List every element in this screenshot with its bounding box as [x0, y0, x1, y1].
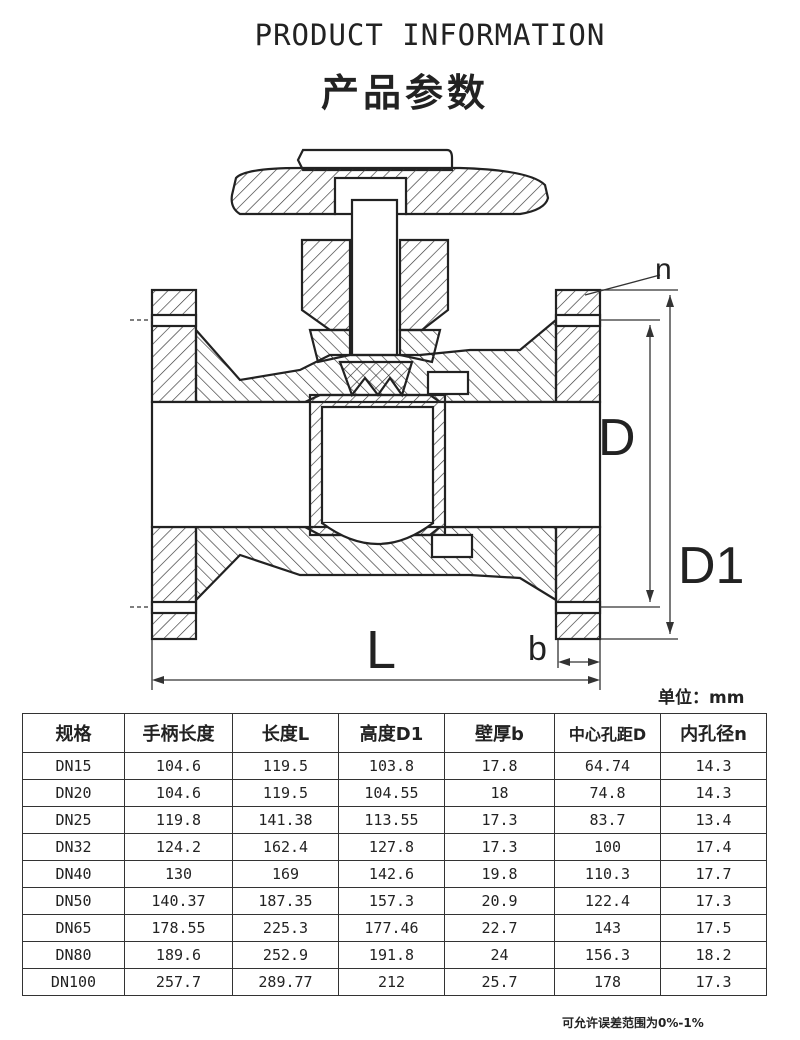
table-cell: DN25 [22, 806, 125, 834]
col-header: 中心孔距D [554, 713, 661, 753]
table-cell: 24 [444, 941, 555, 969]
table-cell: DN100 [22, 968, 125, 996]
table-cell: DN50 [22, 887, 125, 915]
table-cell: 124.2 [124, 833, 233, 861]
table-cell: 141.38 [232, 806, 339, 834]
table-cell: 14.3 [660, 779, 767, 807]
table-cell: 252.9 [232, 941, 339, 969]
table-cell: 289.77 [232, 968, 339, 996]
label-D: D [598, 409, 636, 467]
table-cell: 18.2 [660, 941, 767, 969]
table-cell: 17.3 [444, 833, 555, 861]
col-header: 规格 [22, 713, 125, 753]
title-chinese: 产品参数 [320, 71, 489, 115]
table-cell: 113.55 [338, 806, 445, 834]
table-cell: 119.8 [124, 806, 233, 834]
table-cell: 119.5 [232, 779, 339, 807]
table-cell: 157.3 [338, 887, 445, 915]
table-cell: 25.7 [444, 968, 555, 996]
table-cell: DN40 [22, 860, 125, 888]
table-cell: 13.4 [660, 806, 767, 834]
table-cell: 162.4 [232, 833, 339, 861]
table-cell: 156.3 [554, 941, 661, 969]
table-cell: 177.46 [338, 914, 445, 942]
table-cell: 17.8 [444, 752, 555, 780]
table-cell: 17.7 [660, 860, 767, 888]
table-cell: 14.3 [660, 752, 767, 780]
col-header: 壁厚b [444, 713, 555, 753]
table-cell: 17.3 [660, 887, 767, 915]
label-n: n [655, 253, 672, 286]
table-cell: 104.6 [124, 752, 233, 780]
col-header: 长度L [232, 713, 339, 753]
table-cell: 18 [444, 779, 555, 807]
table-cell: 178.55 [124, 914, 233, 942]
table-cell: 19.8 [444, 860, 555, 888]
table-cell: 104.55 [338, 779, 445, 807]
tolerance-note: 可允许误差范围为0%-1% [562, 1016, 704, 1030]
table-cell: 212 [338, 968, 445, 996]
label-b: b [528, 630, 547, 668]
table-cell: 17.4 [660, 833, 767, 861]
table-cell: 225.3 [232, 914, 339, 942]
col-header: 高度D1 [338, 713, 445, 753]
table-cell: 130 [124, 860, 233, 888]
table-cell: DN15 [22, 752, 125, 780]
table-cell: DN32 [22, 833, 125, 861]
table-cell: 142.6 [338, 860, 445, 888]
table-cell: DN65 [22, 914, 125, 942]
table-cell: 20.9 [444, 887, 555, 915]
table-cell: 189.6 [124, 941, 233, 969]
table-cell: 122.4 [554, 887, 661, 915]
table-header-row: 规格 手柄长度 长度L 高度D1 壁厚b 中心孔距D 内孔径n [22, 713, 767, 753]
title-english: PRODUCT INFORMATION [254, 18, 606, 52]
table-cell: 110.3 [554, 860, 661, 888]
table-cell: 74.8 [554, 779, 661, 807]
table-cell: 127.8 [338, 833, 445, 861]
table-cell: 64.74 [554, 752, 661, 780]
table-cell: 83.7 [554, 806, 661, 834]
label-L: L [366, 620, 396, 680]
table-cell: 104.6 [124, 779, 233, 807]
table-cell: 103.8 [338, 752, 445, 780]
table-cell: 169 [232, 860, 339, 888]
table-cell: 178 [554, 968, 661, 996]
table-cell: 100 [554, 833, 661, 861]
table-cell: 22.7 [444, 914, 555, 942]
table-cell: 17.5 [660, 914, 767, 942]
table-cell: DN80 [22, 941, 125, 969]
unit-label: 单位：mm [658, 688, 745, 708]
table-cell: 143 [554, 914, 661, 942]
valve-drawing: n D D1 L b [130, 148, 744, 690]
table-cell: 17.3 [444, 806, 555, 834]
table-cell: DN20 [22, 779, 125, 807]
label-D1: D1 [678, 537, 744, 595]
table-cell: 257.7 [124, 968, 233, 996]
table-cell: 187.35 [232, 887, 339, 915]
table-cell: 140.37 [124, 887, 233, 915]
table-cell: 191.8 [338, 941, 445, 969]
table-cell: 119.5 [232, 752, 339, 780]
col-header: 内孔径n [660, 713, 767, 753]
col-header: 手柄长度 [124, 713, 233, 753]
table-cell: 17.3 [660, 968, 767, 996]
